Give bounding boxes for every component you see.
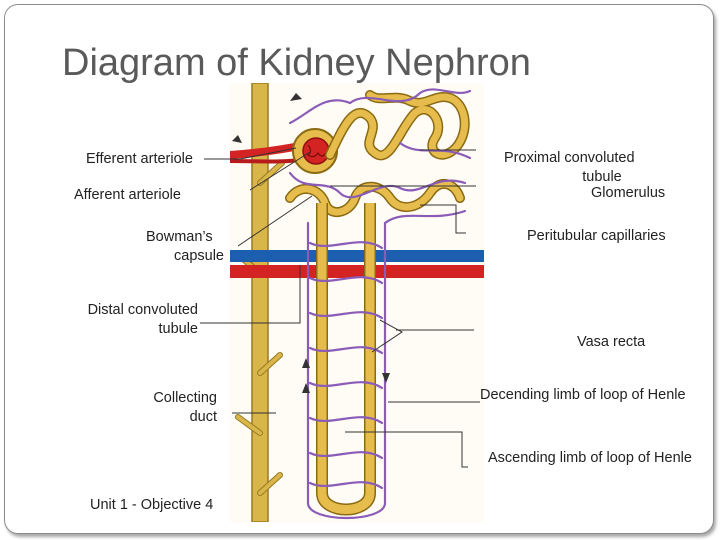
label-distal-convoluted-tubule: Distal convoluted tubule xyxy=(68,301,198,339)
label-peritubular-capillaries: Peritubular capillaries xyxy=(527,228,666,244)
label-distal-line-1: Distal convoluted xyxy=(87,302,198,318)
nephron-illustration xyxy=(230,83,484,522)
label-distal-line-2: tubule xyxy=(158,321,198,337)
label-bowmans-capsule-line-2: capsule xyxy=(174,248,224,264)
label-afferent-arteriole: Afferent arteriole xyxy=(74,187,181,203)
label-glomerulus: Glomerulus xyxy=(591,185,666,201)
label-collecting-duct: Collecting duct xyxy=(140,389,217,427)
label-proximal-line-2: tubule xyxy=(582,169,622,185)
label-collecting-line-1: Collecting xyxy=(153,390,217,406)
label-vasa-recta: Vasa recta xyxy=(577,334,646,350)
label-efferent-arteriole: Efferent arteriole xyxy=(86,151,193,167)
label-bowmans-capsule: Bowman’s capsule xyxy=(140,228,224,266)
label-descending-limb: Decending limb of loop of Henle xyxy=(480,387,686,403)
label-ascending-limb: Ascending limb of loop of Henle xyxy=(488,450,692,466)
label-collecting-line-2: duct xyxy=(189,409,217,425)
label-proximal-convoluted-tubule: Proximal convoluted tubule xyxy=(496,149,658,187)
label-bowmans-capsule-line-1: Bowman’s xyxy=(146,229,213,245)
page-title: Diagram of Kidney Nephron xyxy=(62,42,531,84)
footer-text: Unit 1 - Objective 4 xyxy=(90,497,214,513)
label-proximal-line-1: Proximal convoluted xyxy=(504,150,635,166)
